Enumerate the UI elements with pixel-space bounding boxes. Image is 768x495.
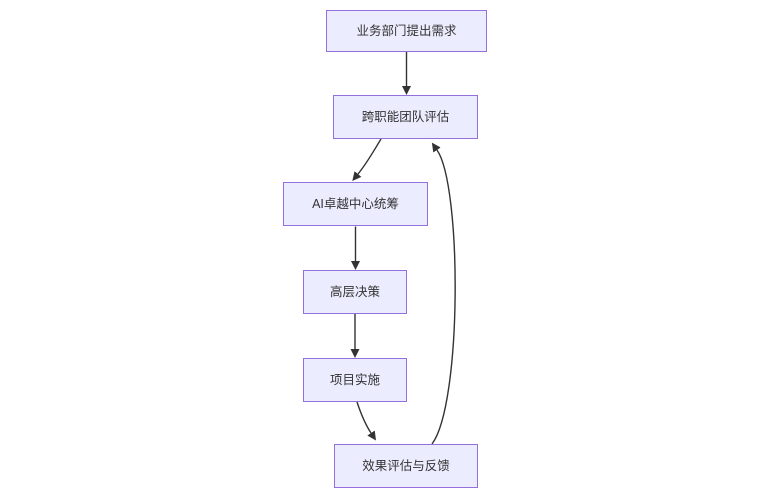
node-business-demand: 业务部门提出需求 [326,10,487,52]
edge-evaluation-to-coe [352,138,382,181]
node-evaluation-and-feedback: 效果评估与反馈 [334,444,478,488]
node-ai-coe-coordination: AI卓越中心统筹 [283,182,428,226]
node-project-implementation: 项目实施 [303,358,407,402]
node-executive-decision: 高层决策 [303,270,407,314]
edge-feedback-loop-to-evaluation [431,142,456,445]
node-cross-functional-team-evaluation: 跨职能团队评估 [333,95,478,139]
edge-implementation-to-feedback [356,401,376,441]
